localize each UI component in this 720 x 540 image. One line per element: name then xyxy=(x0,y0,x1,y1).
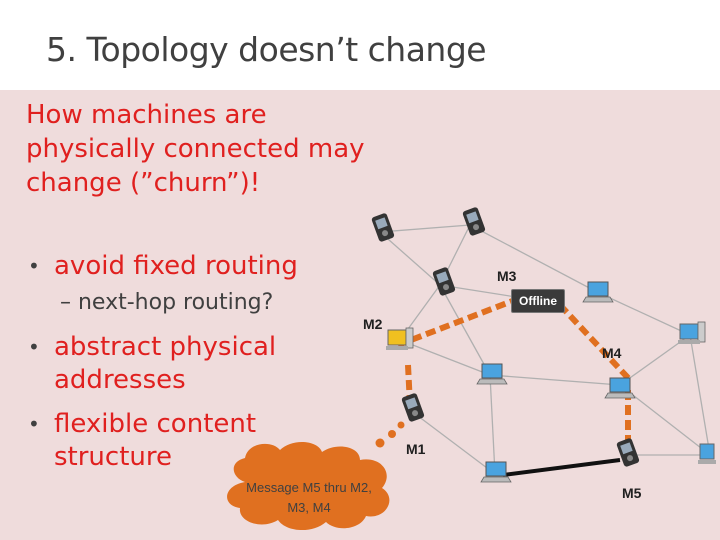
laptop-icon xyxy=(605,378,635,398)
link xyxy=(690,335,710,455)
laptop-icon xyxy=(583,282,613,302)
label-m2: M2 xyxy=(363,316,382,332)
route-m2-m3 xyxy=(398,300,515,345)
bubble-dots xyxy=(376,422,405,448)
laptop-icon xyxy=(477,364,507,384)
pda-icon xyxy=(462,207,486,237)
link xyxy=(440,285,490,375)
route-path xyxy=(398,300,630,440)
label-m1: M1 xyxy=(406,441,425,457)
link xyxy=(470,225,597,292)
label-m3: M3 xyxy=(497,268,516,284)
direct-link xyxy=(503,460,620,475)
label-m4: M4 xyxy=(602,345,621,361)
desktop-icon xyxy=(386,328,413,350)
link xyxy=(380,225,470,232)
link xyxy=(490,375,620,385)
link xyxy=(400,340,490,375)
pda-icon xyxy=(401,393,425,423)
desktop-icon xyxy=(698,444,716,464)
message-cloud-text: Message M5 thru M2, M3, M4 xyxy=(234,478,384,518)
desktop-icon xyxy=(678,322,705,344)
link xyxy=(380,232,440,285)
bubble-dot xyxy=(388,430,396,438)
bubble-dot xyxy=(398,422,405,429)
label-m5: M5 xyxy=(622,485,641,501)
route-m3-m4 xyxy=(560,305,630,380)
laptop-icon xyxy=(481,462,511,482)
network-links xyxy=(380,225,710,474)
link xyxy=(490,375,495,474)
pda-icon xyxy=(371,213,395,243)
bubble-dot xyxy=(376,439,385,448)
pda-icon xyxy=(616,438,640,468)
offline-badge: Offline xyxy=(511,289,565,313)
